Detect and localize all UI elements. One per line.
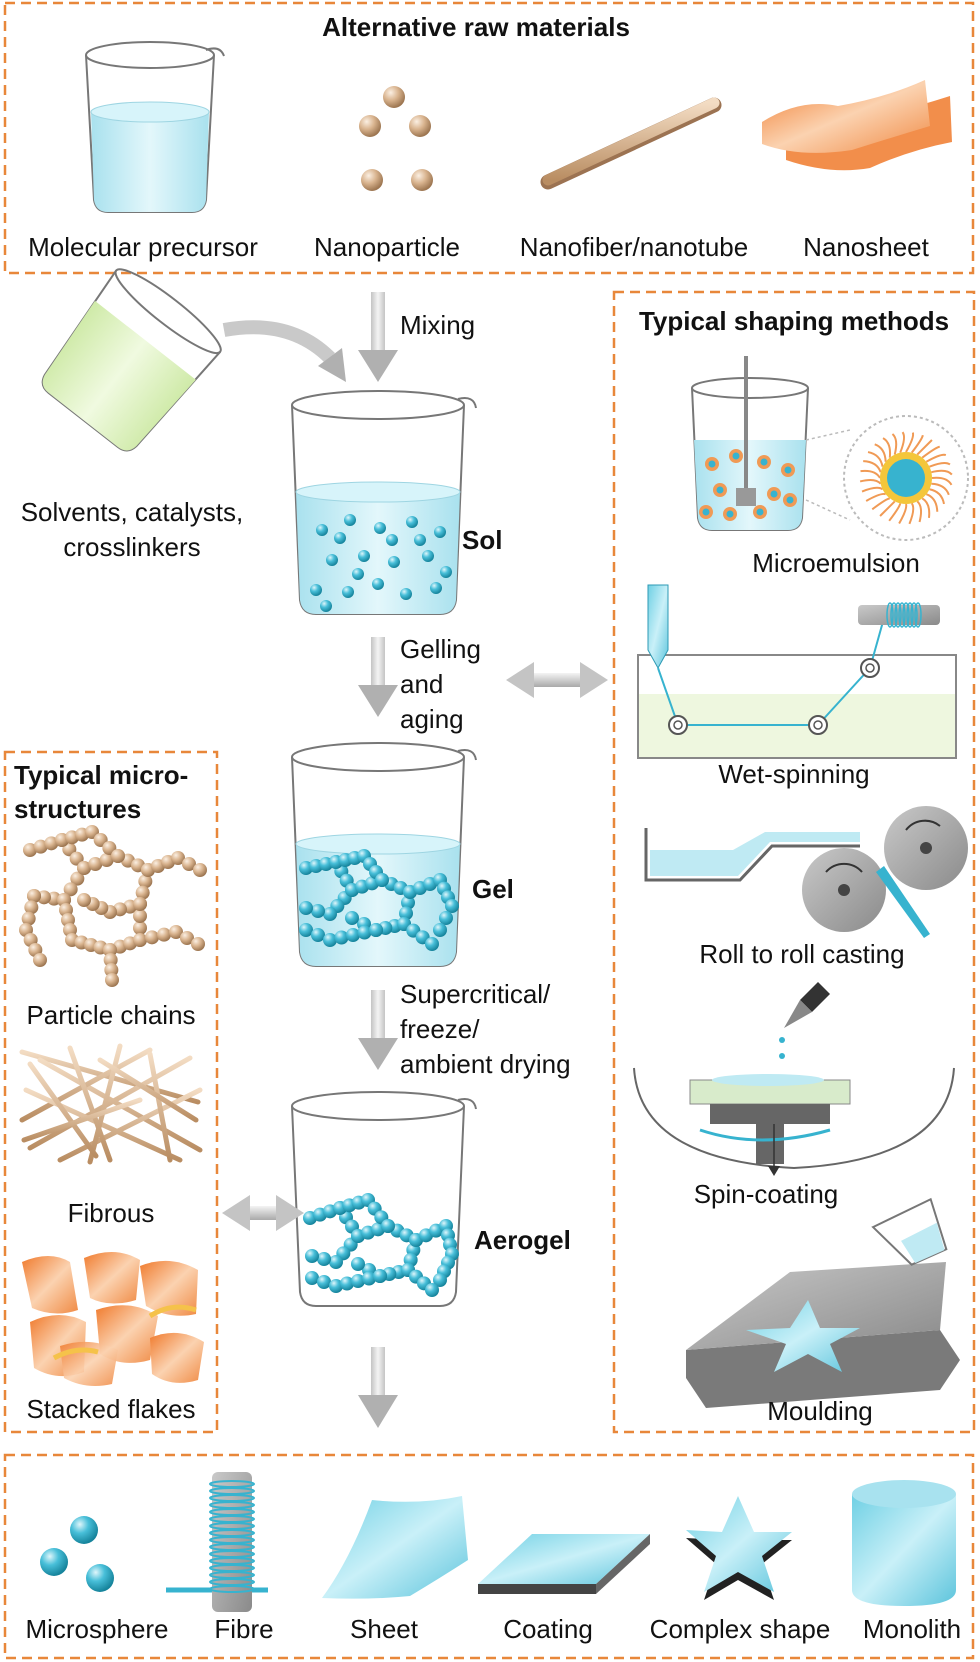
gelling-label-2: and bbox=[400, 669, 443, 699]
nanoparticle-icon bbox=[359, 86, 433, 191]
shaping-moulding: Moulding bbox=[767, 1396, 873, 1426]
drying-label-3: ambient drying bbox=[400, 1049, 571, 1079]
additive-beaker-icon bbox=[41, 268, 222, 452]
additives-label-1: Solvents, catalysts, bbox=[21, 497, 244, 527]
nanofiber-icon bbox=[540, 97, 722, 190]
gel-beaker-icon bbox=[291, 742, 477, 967]
product-microsphere: Microsphere bbox=[25, 1614, 168, 1644]
raw-materials-frame bbox=[3, 1, 975, 275]
raw-item-molecular-precursor: Molecular precursor bbox=[28, 232, 258, 262]
products-frame bbox=[3, 1453, 975, 1660]
microstructures-title-1: Typical micro- bbox=[14, 760, 188, 790]
shaping-roll-to-roll: Roll to roll casting bbox=[699, 939, 904, 969]
sol-label: Sol bbox=[462, 525, 502, 555]
shaping-methods-frame bbox=[612, 290, 976, 1434]
microstructures-title-2: structures bbox=[14, 794, 141, 824]
wet-spinning-icon bbox=[637, 584, 957, 759]
gelling-label-1: Gelling bbox=[400, 634, 481, 664]
pouring-arrow-icon bbox=[222, 320, 346, 382]
additives-label-2: crosslinkers bbox=[63, 532, 200, 562]
sol-beaker-icon bbox=[291, 390, 477, 615]
moulding-icon bbox=[686, 1197, 960, 1408]
shaping-spin-coating: Spin-coating bbox=[694, 1179, 839, 1209]
mixing-arrow-icon bbox=[358, 292, 398, 382]
mixing-label: Mixing bbox=[400, 310, 475, 340]
roll-to-roll-icon bbox=[644, 806, 968, 938]
product-sheet: Sheet bbox=[350, 1614, 419, 1644]
gelling-label-3: aging bbox=[400, 704, 464, 734]
drying-label-1: Supercritical/ bbox=[400, 979, 551, 1009]
molecular-precursor-beaker-icon bbox=[85, 41, 225, 213]
monolith-icon bbox=[852, 1480, 956, 1606]
coating-icon bbox=[478, 1534, 650, 1594]
microemulsion-icon bbox=[691, 356, 969, 541]
microstructures-frame bbox=[3, 750, 219, 1434]
spin-coating-icon bbox=[633, 982, 955, 1176]
fibrous-icon bbox=[19, 1043, 203, 1165]
shaping-microemulsion: Microemulsion bbox=[752, 548, 920, 578]
fibre-icon bbox=[166, 1472, 268, 1612]
microstructure-stacked-flakes: Stacked flakes bbox=[26, 1394, 195, 1424]
drying-arrow-icon bbox=[358, 990, 398, 1070]
microsphere-icon bbox=[40, 1516, 114, 1592]
aerogel-label: Aerogel bbox=[474, 1225, 571, 1255]
microstructure-double-arrow-icon bbox=[222, 1195, 304, 1231]
raw-item-nanosheet: Nanosheet bbox=[803, 232, 930, 262]
sheet-icon bbox=[322, 1496, 468, 1599]
product-complex-shape: Complex shape bbox=[650, 1614, 831, 1644]
final-arrow-icon bbox=[358, 1347, 398, 1428]
aerogel-beaker-icon bbox=[291, 1091, 477, 1307]
particle-chains-icon bbox=[19, 825, 207, 987]
product-fibre: Fibre bbox=[214, 1614, 273, 1644]
stacked-flakes-icon bbox=[22, 1251, 204, 1386]
drying-label-2: freeze/ bbox=[400, 1014, 480, 1044]
gelling-shaping-double-arrow-icon bbox=[506, 662, 608, 698]
shaping-methods-title: Typical shaping methods bbox=[639, 306, 949, 336]
microstructure-particle-chains: Particle chains bbox=[26, 1000, 195, 1030]
gel-label: Gel bbox=[472, 874, 514, 904]
raw-item-nanofiber: Nanofiber/nanotube bbox=[520, 232, 748, 262]
shaping-wet-spinning: Wet-spinning bbox=[718, 759, 869, 789]
raw-materials-title: Alternative raw materials bbox=[322, 12, 630, 42]
product-coating: Coating bbox=[503, 1614, 593, 1644]
gelling-arrow-icon bbox=[358, 637, 398, 717]
raw-item-nanoparticle: Nanoparticle bbox=[314, 232, 460, 262]
nanosheet-icon bbox=[762, 80, 952, 171]
product-monolith: Monolith bbox=[863, 1614, 961, 1644]
complex-shape-icon bbox=[686, 1496, 792, 1600]
microstructure-fibrous: Fibrous bbox=[68, 1198, 155, 1228]
